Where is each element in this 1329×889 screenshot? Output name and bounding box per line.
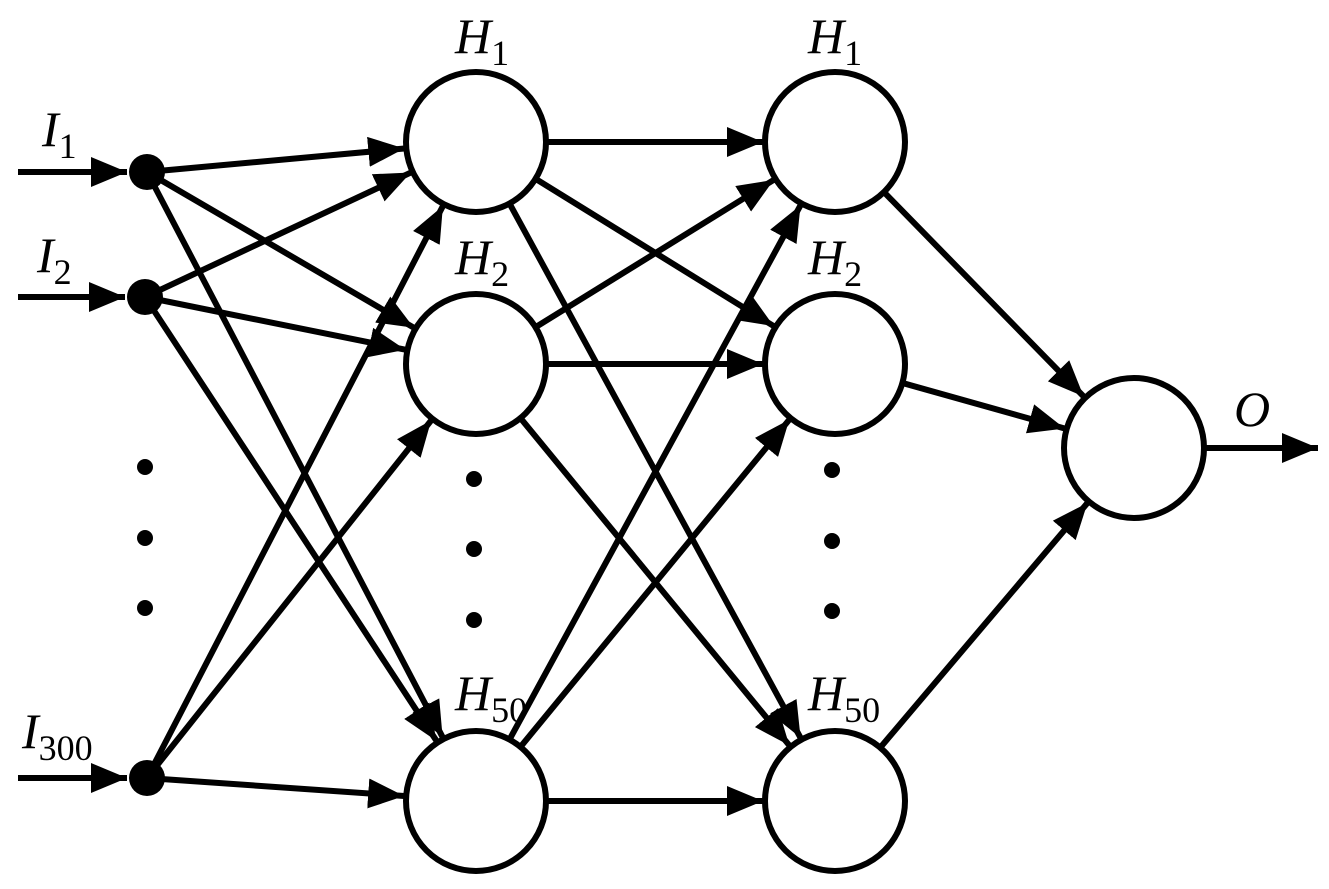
edge-input-hidden1: [144, 204, 446, 780]
edge-hidden1-hidden2: [533, 177, 776, 330]
hidden2-label-1: H1: [807, 8, 862, 73]
ellipsis-dot: [466, 541, 482, 557]
ellipsis-dot: [824, 462, 840, 478]
label-letter: I: [21, 703, 41, 759]
edge-input-hidden1: [142, 295, 439, 743]
edge-hidden2-output: [881, 189, 1086, 399]
hidden1-node-1: [403, 69, 549, 215]
label-letter: H: [807, 665, 847, 721]
hidden2-label-2: H2: [807, 229, 862, 294]
hidden2-node-50: [762, 728, 908, 874]
edge-hidden1-hidden2: [518, 417, 792, 749]
edge-input-hidden1: [144, 418, 434, 780]
ellipsis-dot: [466, 612, 482, 628]
label-subscript: 50: [491, 690, 527, 730]
input-node-2: [127, 279, 163, 315]
label-letter: H: [454, 8, 494, 64]
input-node-300: [129, 760, 165, 796]
edge-input-hidden1: [144, 170, 446, 739]
ellipsis-dot: [824, 603, 840, 619]
output-layer: [1061, 375, 1207, 521]
label-subscript: 2: [54, 252, 72, 292]
edge-hidden2-output: [877, 501, 1090, 750]
label-letter: H: [807, 229, 847, 285]
input-label-300: I300: [21, 703, 93, 768]
labels: I1 I2 I300 H1 H2 H50 H1 H2 H50 O: [21, 8, 1270, 768]
label-subscript: 1: [491, 33, 509, 73]
ellipsis-hidden-2: [824, 462, 840, 619]
label-subscript: 300: [39, 728, 93, 768]
hidden2-node-1: [762, 69, 908, 215]
edge-input-hidden1: [145, 169, 416, 331]
edge-hidden2-output: [901, 380, 1066, 434]
label-letter: I: [41, 101, 61, 157]
label-letter: H: [807, 8, 847, 64]
ellipsis-inputs: [137, 459, 153, 616]
hidden-layer-2: [762, 69, 908, 874]
edge-input-hidden1: [146, 136, 405, 175]
input-layer: [127, 154, 165, 796]
hidden1-label-1: H1: [454, 8, 509, 73]
label-letter: H: [454, 229, 494, 285]
label-subscript: 50: [844, 690, 880, 730]
ellipsis-dot: [824, 533, 840, 549]
edge-input-hidden1: [146, 775, 405, 809]
label-letter: H: [454, 665, 494, 721]
input-node-1: [129, 154, 165, 190]
ellipsis-hidden-1: [466, 471, 482, 628]
output-label: O: [1234, 381, 1270, 437]
edge-input-hidden1: [143, 169, 413, 300]
input-label-2: I2: [36, 227, 72, 292]
hidden1-node-2: [403, 291, 549, 437]
label-subscript: 1: [844, 33, 862, 73]
output-node: [1061, 375, 1207, 521]
ellipsis-dot: [466, 471, 482, 487]
edge-hidden1-hidden2: [506, 203, 804, 741]
edge-input-hidden1: [144, 294, 407, 358]
ellipsis-dot: [137, 459, 153, 475]
hidden2-node-2: [762, 291, 908, 437]
hidden2-label-50: H50: [807, 665, 880, 730]
ellipsis-dot: [137, 530, 153, 546]
hidden1-label-50: H50: [454, 665, 527, 730]
input-label-1: I1: [41, 101, 77, 166]
hidden-layer-1: [403, 69, 549, 874]
hidden1-label-2: H2: [454, 229, 509, 294]
ellipsis-dot: [137, 600, 153, 616]
label-subscript: 2: [844, 254, 862, 294]
label-letter: I: [36, 227, 56, 283]
label-subscript: 1: [59, 126, 77, 166]
connections: [18, 127, 1318, 816]
hidden1-node-50: [403, 728, 549, 874]
label-subscript: 2: [491, 254, 509, 294]
